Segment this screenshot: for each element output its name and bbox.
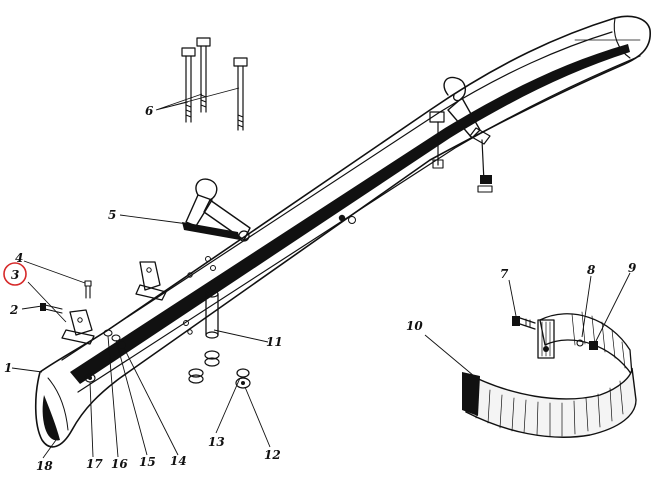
clamp-bolt-7 [512,316,536,330]
callout-9: 9 [628,261,637,275]
callout-17: 17 [86,457,103,471]
leader-lines [11,87,631,459]
callout-11: 11 [266,335,283,349]
tow-hook-upper [429,76,493,193]
long-bolts [181,37,248,131]
fastener-nut [118,341,126,349]
bracket-base [182,222,240,240]
callout-13: 13 [208,435,225,449]
clamp-nut [589,341,598,350]
callout-labels: 1 2 3 4 5 6 7 8 9 10 11 12 13 14 15 16 1… [4,104,637,473]
callout-2: 2 [9,303,18,317]
bumper-groove [70,44,630,384]
bumper-beam [34,15,651,448]
washers [188,350,251,389]
callout-16: 16 [111,457,128,471]
callout-18: 18 [36,459,53,473]
spacer-tube [205,290,219,339]
callout-7: 7 [500,267,509,281]
bolt-head [40,303,46,311]
clamp-bolt-head [512,316,520,326]
callout-1: 1 [4,361,12,375]
hook-nut [480,175,492,184]
callout-3-highlight [3,262,27,286]
small-bolt-4 [84,280,92,299]
bumper-end-shading [42,395,60,441]
tow-hook-bracket [182,178,251,242]
fastener-stack [84,329,126,383]
small-bolt-2 [40,303,63,314]
callout-6: 6 [145,104,154,118]
callout-3: 3 [11,268,19,282]
callout-15: 15 [139,455,156,469]
callout-10: 10 [406,319,423,333]
clamp-band [465,367,637,438]
mounting-bracket-upper [135,261,167,301]
callout-4: 4 [15,251,23,265]
callout-14: 14 [170,454,187,468]
mounting-bracket-lower [61,309,95,345]
strap-clamp [462,311,637,438]
callout-5: 5 [108,208,116,222]
clamp-end-tab [462,372,480,416]
beam-bolt [338,214,346,222]
callout-12: 12 [264,448,281,462]
callout-8: 8 [587,263,596,277]
